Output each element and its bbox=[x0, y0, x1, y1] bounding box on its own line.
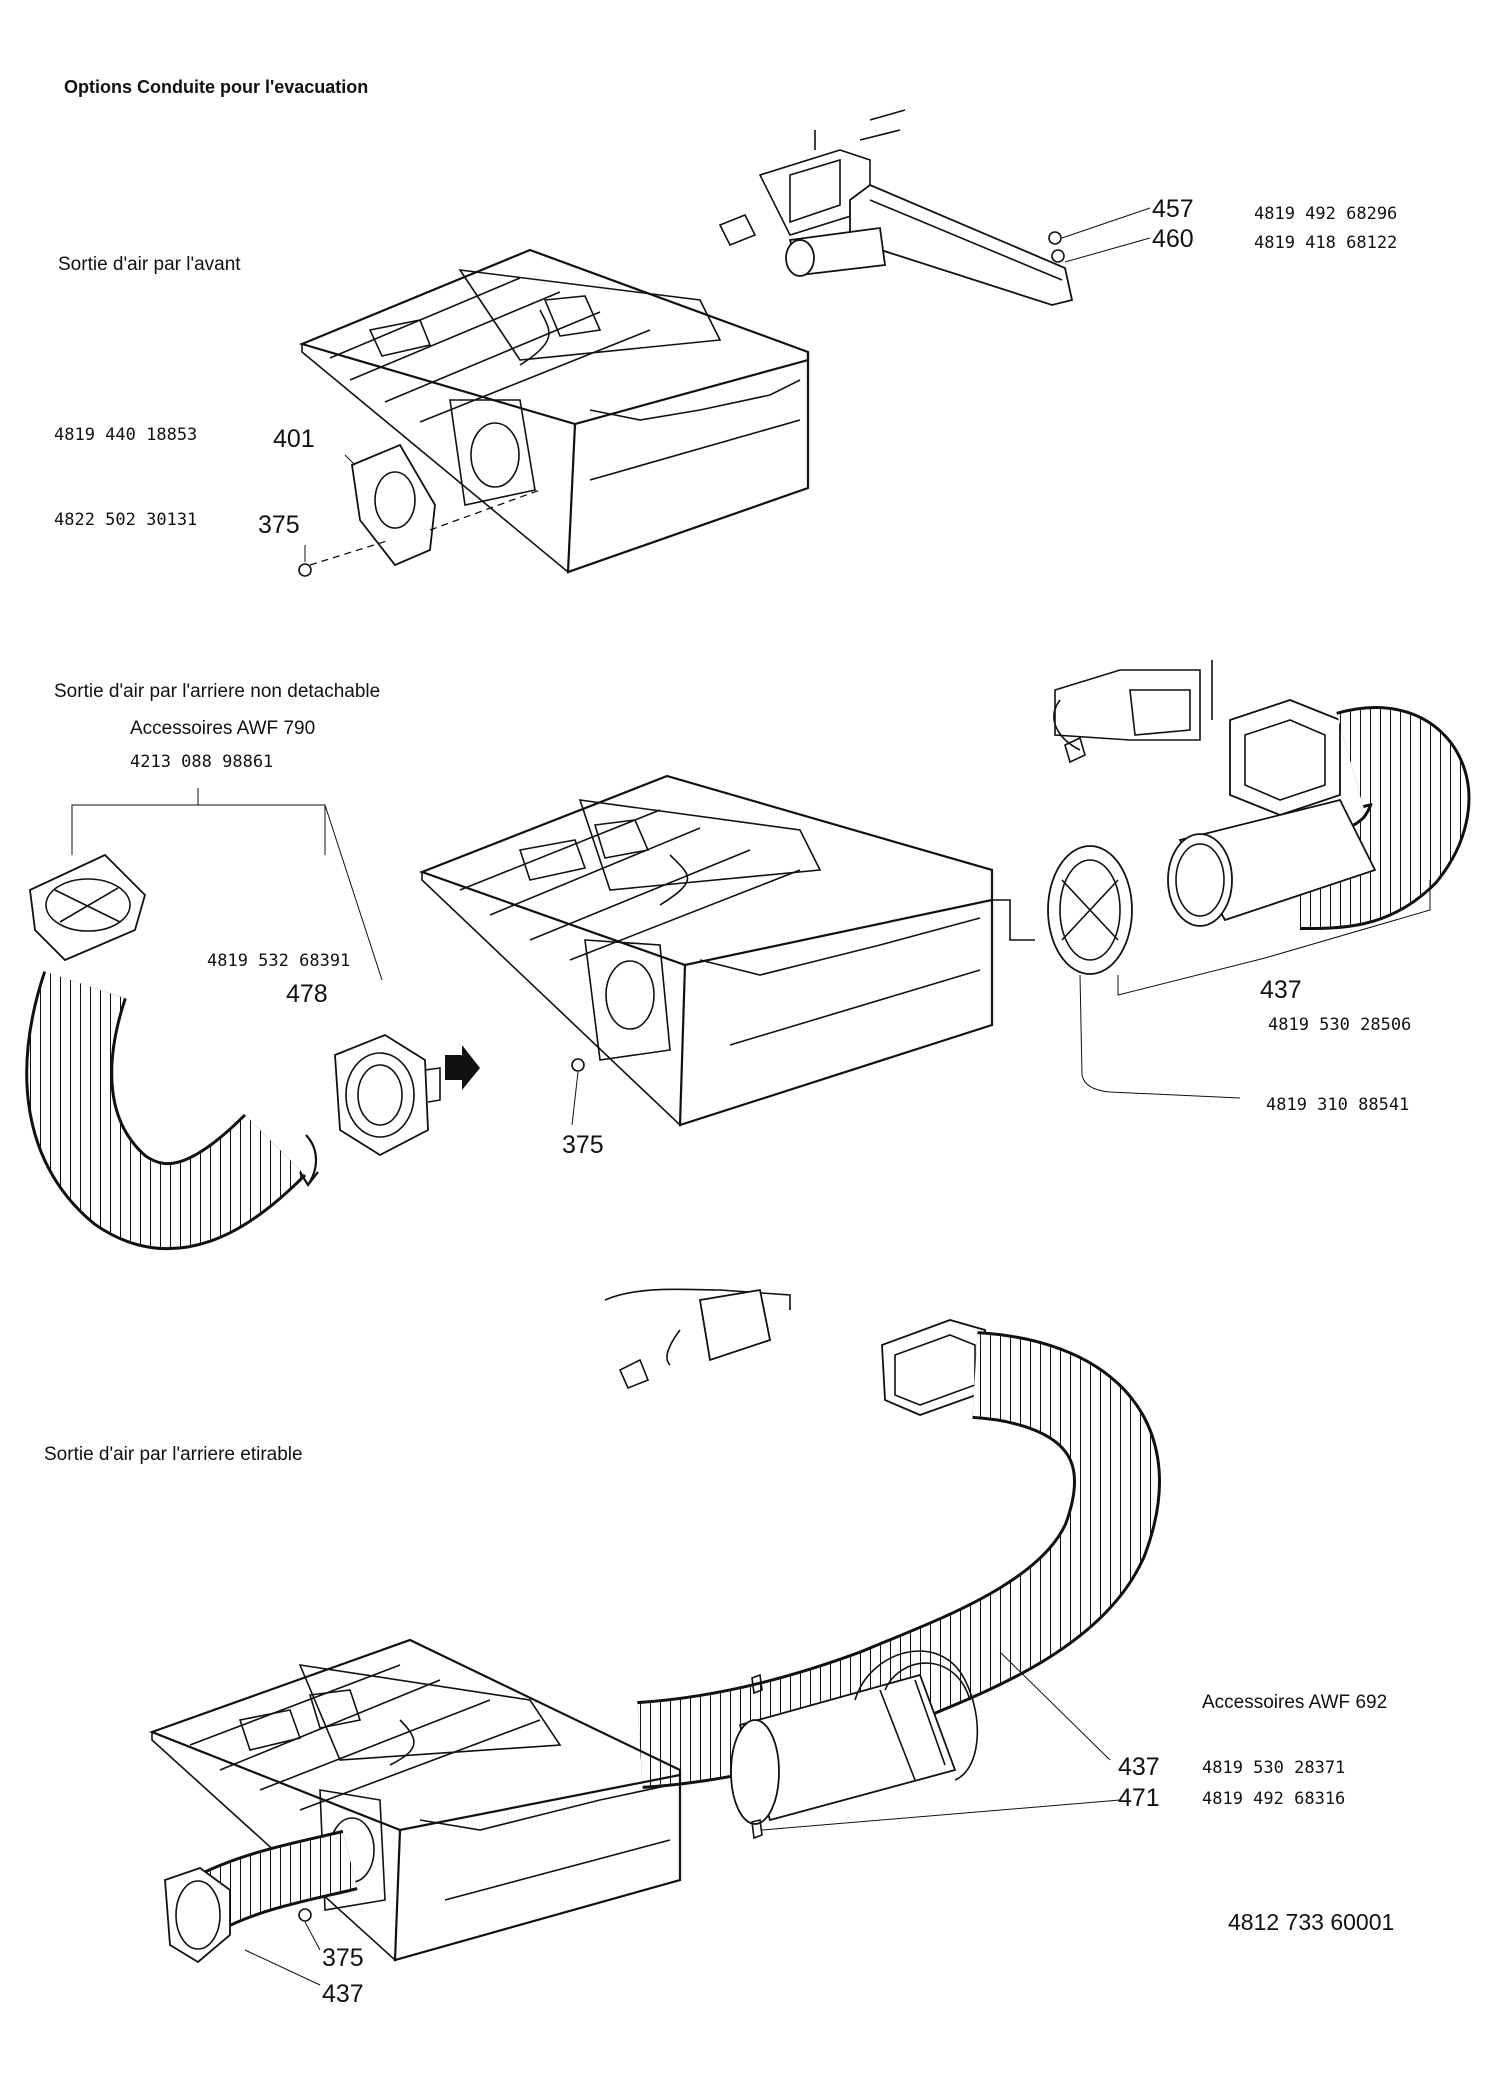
coupling-tube bbox=[730, 1650, 979, 1825]
part-number-457: 4819 492 68296 bbox=[1254, 204, 1397, 224]
section-front-exhaust: Sortie d'air par l'avant bbox=[54, 109, 1397, 577]
ref-375-stretch: 375 bbox=[322, 1944, 364, 1972]
document-number: 4812 733 60001 bbox=[1228, 1909, 1394, 1935]
ref-437-rear: 437 bbox=[1260, 976, 1302, 1004]
ref-471: 471 bbox=[1118, 1784, 1160, 1812]
section-heading-rear-stretch: Sortie d'air par l'arriere etirable bbox=[44, 1444, 303, 1465]
rear-tube bbox=[1167, 798, 1377, 927]
ref-375-rear: 375 bbox=[562, 1131, 604, 1159]
part-number-460: 4819 418 68122 bbox=[1254, 233, 1397, 253]
rear-bracket bbox=[1053, 660, 1213, 764]
ref-437-stretch-lower: 437 bbox=[322, 1980, 364, 2008]
part-number-478: 4819 532 68391 bbox=[207, 951, 350, 971]
ref-437-stretch-upper: 437 bbox=[1118, 1753, 1160, 1781]
stretch-bracket bbox=[604, 1288, 791, 1390]
accessory-label-awf790: Accessoires AWF 790 bbox=[130, 718, 315, 739]
rear-flange-left bbox=[29, 853, 147, 962]
section-heading-front: Sortie d'air par l'avant bbox=[58, 254, 241, 275]
direction-arrow-icon bbox=[445, 1045, 480, 1090]
ref-375-front: 375 bbox=[258, 511, 300, 539]
spiral-hose-front bbox=[164, 1829, 358, 1964]
flexible-hose-left bbox=[28, 972, 304, 1248]
ref-457: 457 bbox=[1152, 195, 1194, 223]
adapter-478 bbox=[334, 1033, 441, 1157]
screw-375-stretch-icon bbox=[298, 1908, 312, 1922]
rear-flange-right bbox=[1047, 845, 1133, 975]
ref-401: 401 bbox=[273, 425, 315, 453]
part-number-437-stretch: 4819 530 28371 bbox=[1202, 1758, 1345, 1778]
page-title: Options Conduite pour l'evacuation bbox=[64, 77, 368, 97]
section-heading-rear-fixed: Sortie d'air par l'arriere non detachabl… bbox=[54, 681, 380, 702]
rear-duct-box bbox=[1229, 699, 1341, 816]
part-number-401: 4819 440 18853 bbox=[54, 425, 197, 445]
section-rear-fixed: Sortie d'air par l'arriere non detachabl… bbox=[25, 660, 1471, 1251]
part-number-437-rear: 4819 530 28506 bbox=[1268, 1015, 1411, 1035]
accessory-label-awf692: Accessoires AWF 692 bbox=[1202, 1692, 1387, 1713]
dryer-base-front bbox=[298, 248, 810, 574]
screw-375-rear-icon bbox=[571, 1058, 585, 1072]
ref-478: 478 bbox=[286, 980, 328, 1008]
part-number-375-front: 4822 502 30131 bbox=[54, 510, 197, 530]
accessory-number-awf790: 4213 088 98861 bbox=[130, 752, 273, 772]
front-duct-assembly bbox=[718, 109, 1074, 306]
part-number-rear-flange: 4819 310 88541 bbox=[1266, 1095, 1409, 1115]
dryer-base-rear bbox=[418, 774, 1035, 1127]
screw-375-icon bbox=[298, 563, 312, 577]
section-rear-stretch: Sortie d'air par l'arriere etirable Acce… bbox=[44, 1288, 1387, 2008]
ref-460: 460 bbox=[1152, 225, 1194, 253]
part-number-471: 4819 492 68316 bbox=[1202, 1789, 1345, 1809]
flange-401 bbox=[351, 443, 436, 567]
